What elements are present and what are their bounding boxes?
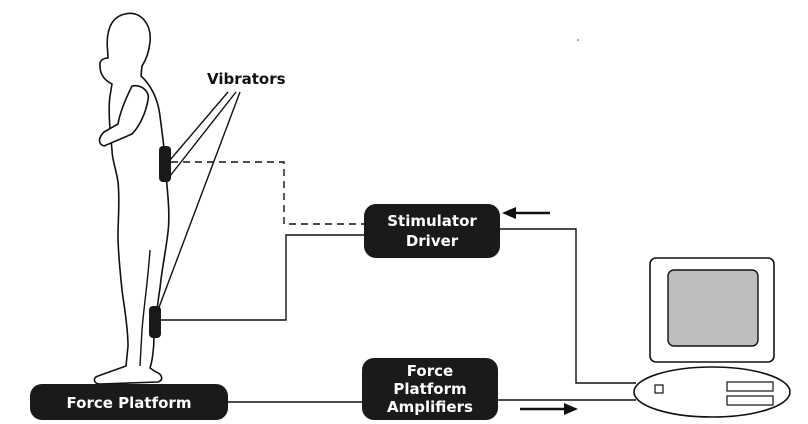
- stimulator-driver-label-line1: Stimulator: [387, 212, 477, 230]
- amplifiers-label-line2: Platform: [393, 380, 466, 398]
- amplifiers-label-line3: Amplifiers: [387, 398, 473, 416]
- vibrator-pointer-hip-2: [169, 91, 237, 177]
- drive-slot-bottom: [726, 395, 774, 406]
- vibrators-label: Vibrators: [207, 70, 286, 88]
- stimulator-driver-box: Stimulator Driver: [364, 204, 500, 258]
- computer: [633, 257, 791, 418]
- stimulator-driver-label-line2: Driver: [406, 232, 459, 250]
- vibrator-pointer-calf: [157, 91, 241, 311]
- standing-person-figure: [93, 12, 170, 385]
- arrow-right-to-computer: [520, 403, 578, 415]
- stray-dot: [577, 39, 579, 41]
- amplifiers-label-line1: Force: [407, 362, 453, 380]
- force-platform-box: Force Platform: [30, 384, 228, 420]
- monitor-screen: [667, 269, 759, 347]
- drive-slot-top: [726, 381, 774, 392]
- arrow-left-to-stimulator: [502, 207, 550, 219]
- vibrator-hip: [159, 146, 171, 182]
- vibrator-calf: [149, 306, 161, 338]
- computer-to-stimulator-wire: [500, 228, 636, 384]
- force-platform-amplifiers-box: Force Platform Amplifiers: [362, 358, 498, 420]
- power-button-icon: [654, 384, 664, 394]
- calf-vibrator-wire: [161, 234, 365, 321]
- hip-vibrator-wire: [171, 161, 365, 225]
- vibrator-pointer-hip: [169, 91, 229, 161]
- force-platform-label: Force Platform: [67, 394, 192, 412]
